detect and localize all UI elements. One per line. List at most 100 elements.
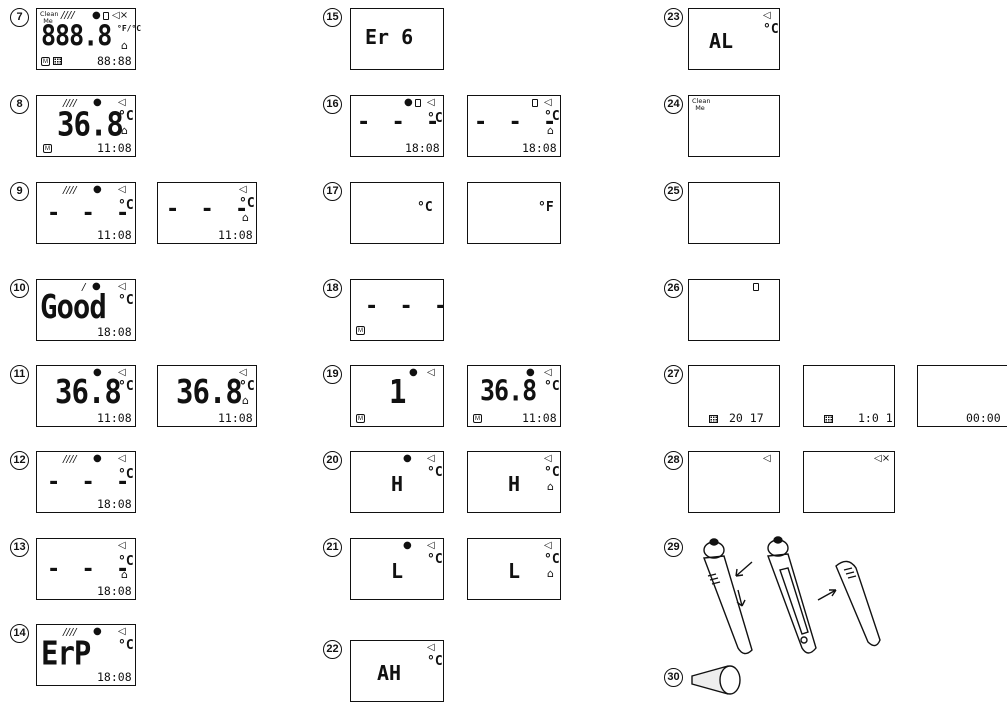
speaker-icon: ◁	[544, 454, 552, 464]
time-readout: 11:08	[218, 230, 253, 242]
step-number-11: 11	[10, 365, 29, 384]
speaker-icon: ◁	[763, 11, 771, 21]
lcd-display-11b: ◁ 36.8 °C ⌂ 11:08	[157, 365, 257, 427]
measure-bars-icon: ////	[63, 455, 76, 465]
speaker-icon: ◁	[427, 454, 435, 464]
home-icon: ⌂	[242, 212, 249, 223]
clock-readout: 00:00	[966, 413, 1001, 425]
thermometer-body-left	[704, 556, 752, 654]
unit-c: °C	[118, 468, 134, 481]
error-readout: ErP	[41, 637, 90, 670]
lcd-display-14: //// ● ◁ ErP °C 18:08	[36, 624, 136, 686]
step-number-28: 28	[664, 451, 683, 470]
dashes-readout: - - -	[365, 296, 451, 318]
unit-c: °C	[118, 110, 134, 123]
ear-icon: ●	[403, 541, 412, 551]
memory-icon: M	[473, 414, 482, 423]
step-number-27: 27	[664, 365, 683, 384]
time-readout: 18:08	[405, 143, 440, 155]
temperature-readout: 36.8	[57, 108, 123, 141]
probe-cover-removal-illustration	[680, 530, 900, 660]
step-number-10: 10	[10, 279, 29, 298]
step-number-12: 12	[10, 451, 29, 470]
ear-icon: ●	[93, 185, 102, 195]
time-readout: 18:08	[522, 143, 557, 155]
step-number-22: 22	[323, 640, 342, 659]
step-number-21: 21	[323, 538, 342, 557]
step-number-9: 9	[10, 182, 29, 201]
time-readout: 18:08	[97, 672, 132, 684]
memory-icon: M	[41, 57, 50, 66]
home-icon: ⌂	[121, 569, 128, 580]
unit-c: °C	[427, 655, 443, 668]
speaker-icon: ◁	[427, 541, 435, 551]
battery-cover	[836, 561, 880, 645]
low-readout: L	[391, 561, 403, 581]
ear-icon: ●	[93, 454, 102, 464]
time-readout: 11:08	[97, 143, 132, 155]
measure-bars-icon: ////	[63, 186, 76, 196]
unit-c: °C	[544, 466, 560, 479]
lcd-display-28a: ◁	[688, 451, 780, 513]
high-readout: H	[508, 474, 520, 494]
ear-icon: ●	[403, 454, 412, 464]
speaker-icon: ◁	[118, 185, 126, 195]
temperature-readout: 888.8	[41, 21, 111, 50]
unit-c: °C	[239, 380, 255, 393]
step-number-23: 23	[664, 8, 683, 27]
clean-me-label: Clean Me	[692, 98, 708, 112]
lcd-display-17b: °F	[467, 182, 561, 244]
step-number-8: 8	[10, 95, 29, 114]
good-readout: Good	[40, 291, 106, 324]
temperature-readout: 36.8	[55, 376, 121, 409]
lcd-display-10: / ● ◁ Good °C 18:08	[36, 279, 136, 341]
step-number-7: 7	[10, 8, 29, 27]
speaker-icon: ◁	[544, 541, 552, 551]
speaker-icon: ◁	[427, 368, 435, 378]
time-readout: 18:08	[97, 327, 132, 339]
unit-c: °C	[118, 380, 134, 393]
speaker-icon: ◁	[118, 454, 126, 464]
battery-icon	[415, 99, 421, 107]
unit-c: °C	[763, 23, 779, 36]
lcd-display-27a: 20 17	[688, 365, 780, 427]
lcd-display-15: Er 6	[350, 8, 444, 70]
lcd-display-22: ◁ AH °C	[350, 640, 444, 702]
speaker-icon: ◁	[427, 643, 435, 653]
ear-icon: ●	[404, 98, 413, 108]
lcd-display-21a: ● ◁ L °C	[350, 538, 444, 600]
lcd-display-24: Clean Me	[688, 95, 780, 157]
speaker-icon: ◁	[239, 185, 247, 195]
home-icon: ⌂	[121, 40, 128, 51]
home-icon: ⌂	[242, 395, 249, 406]
unit-c: °C	[118, 294, 134, 307]
battery-icon	[532, 99, 538, 107]
error-readout: Er 6	[365, 27, 413, 47]
lcd-display-20a: ● ◁ H °C	[350, 451, 444, 513]
arrow-icon	[736, 562, 752, 576]
unit-c: °C	[544, 110, 560, 123]
step-number-15: 15	[323, 8, 342, 27]
speaker-icon: ◁	[118, 282, 126, 292]
calendar-icon	[709, 415, 718, 423]
unit-c: °C	[118, 199, 134, 212]
step-number-16: 16	[323, 95, 342, 114]
ear-icon: ●	[409, 368, 418, 378]
lcd-display-21b: ◁ L °C ⌂	[467, 538, 561, 600]
time-readout: 18:08	[97, 586, 132, 598]
battery-icon	[753, 283, 759, 291]
step-number-13: 13	[10, 538, 29, 557]
unit-c: °C	[417, 201, 433, 214]
lcd-display-8: //// ● ◁ 36.8 °C ⌂ M 11:08	[36, 95, 136, 157]
lcd-display-12: //// ● ◁ - - - °C 18:08	[36, 451, 136, 513]
step-number-30: 30	[664, 668, 683, 687]
arrow-icon	[818, 590, 836, 600]
lcd-display-16a: ● ◁ - - - °C 18:08	[350, 95, 444, 157]
temperature-readout: 36.8	[176, 376, 242, 409]
date-readout: 1:0 1	[858, 413, 893, 425]
low-readout: L	[508, 561, 520, 581]
high-readout: H	[391, 474, 403, 494]
speaker-icon: ◁	[427, 98, 435, 108]
lcd-display-16b: ◁ - - - °C ⌂ 18:08	[467, 95, 561, 157]
time-readout: 88:88	[97, 56, 132, 68]
